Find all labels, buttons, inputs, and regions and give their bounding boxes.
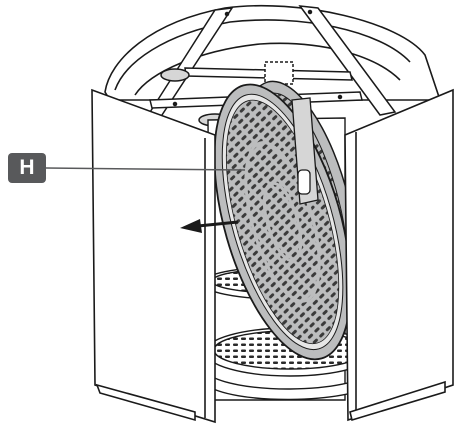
callout-badge-h: H [8, 153, 46, 183]
callout-line [45, 167, 246, 171]
right-door [344, 88, 454, 422]
left-door [91, 88, 216, 424]
filter-front-h[interactable] [188, 69, 378, 374]
arrow-left-icon [180, 219, 239, 233]
filter-handle [291, 97, 319, 205]
